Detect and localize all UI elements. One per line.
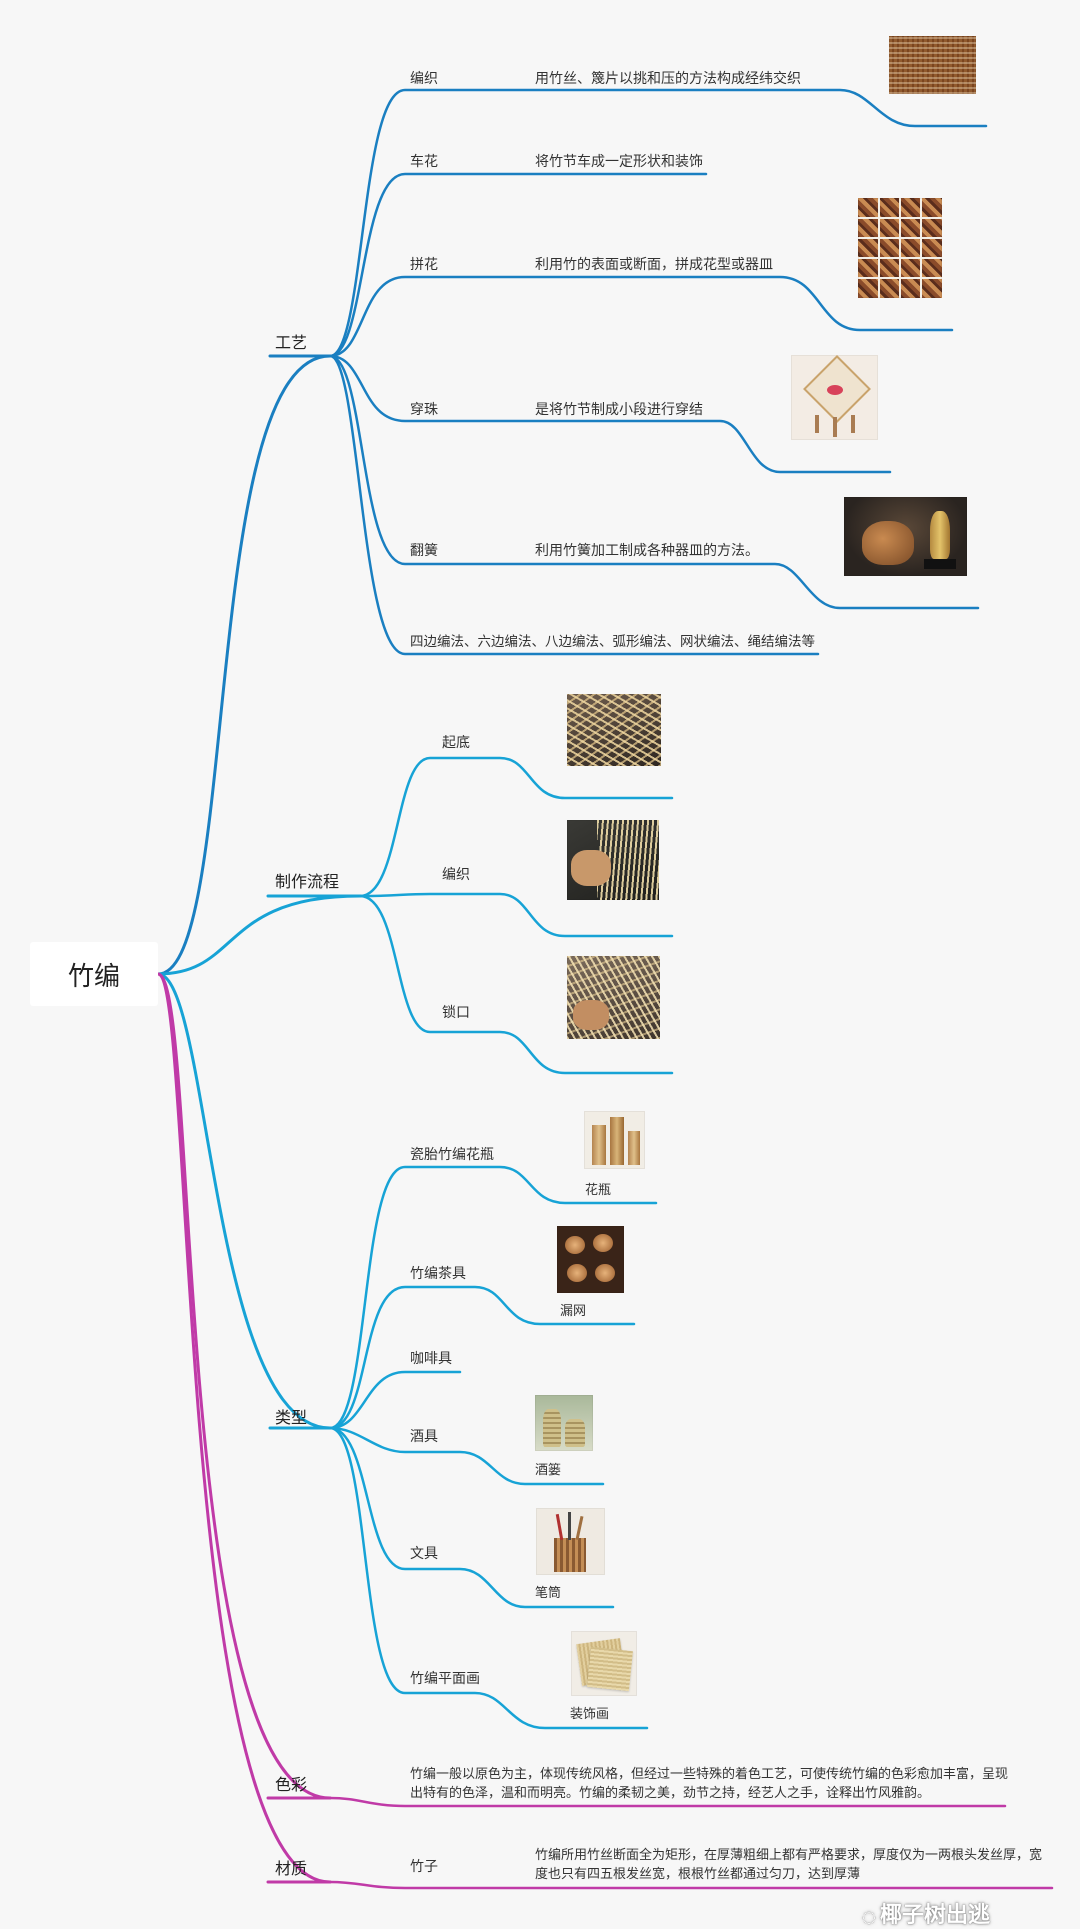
vase-image bbox=[584, 1111, 645, 1169]
watermark: ◌椰子树出逃 bbox=[862, 1897, 990, 1929]
type-item-label[interactable]: 竹编平面画 bbox=[410, 1671, 480, 1687]
type-item-label[interactable]: 咖啡具 bbox=[410, 1351, 452, 1367]
bead-ornament-image bbox=[791, 355, 878, 440]
start-base-image bbox=[567, 694, 661, 766]
craft-item-desc: 利用竹簧加工制成各种器皿的方法。 bbox=[535, 543, 759, 559]
watermark-text: 椰子树出逃 bbox=[879, 1903, 990, 1928]
connector-craft bbox=[156, 354, 332, 976]
mosaic-patterns-image bbox=[858, 198, 942, 298]
type-item-caption: 漏网 bbox=[560, 1304, 587, 1319]
connector-process bbox=[156, 894, 362, 976]
type-item-caption: 笔筒 bbox=[535, 1586, 562, 1601]
root-node[interactable]: 竹编 bbox=[30, 942, 158, 1006]
connector-material bbox=[156, 972, 332, 1884]
craft-methods[interactable]: 四边编法、六边编法、八边编法、弧形编法、网状编法、绳结编法等 bbox=[410, 634, 815, 650]
branch-process-label[interactable]: 制作流程 bbox=[275, 872, 340, 891]
craft-item-label[interactable]: 翻簧 bbox=[410, 543, 438, 559]
craft-item-desc: 是将竹节制成小段进行穿结 bbox=[535, 402, 703, 418]
decorative-painting-image bbox=[571, 1631, 637, 1696]
type-item-label[interactable]: 酒具 bbox=[410, 1429, 438, 1445]
lock-edge-image bbox=[567, 956, 660, 1039]
tea-set-image bbox=[557, 1226, 624, 1293]
material-sub-label[interactable]: 竹子 bbox=[410, 1859, 438, 1875]
color-description: 竹编一般以原色为主，体现传统风格，但经过一些特殊的着色工艺，可使传统竹编的色彩愈… bbox=[410, 1767, 1009, 1801]
type-item-label[interactable]: 瓷胎竹编花瓶 bbox=[410, 1147, 494, 1163]
type-item-label[interactable]: 文具 bbox=[410, 1546, 438, 1562]
process-step-label[interactable]: 起底 bbox=[442, 735, 470, 751]
process-step-label[interactable]: 锁口 bbox=[442, 1005, 470, 1021]
wine-basket-image bbox=[535, 1395, 593, 1451]
branch-craft-label[interactable]: 工艺 bbox=[275, 333, 308, 352]
craft-item-label[interactable]: 穿珠 bbox=[410, 402, 438, 418]
craft-item-desc: 利用竹的表面或断面，拼成花型或器皿 bbox=[535, 257, 773, 273]
connector-color bbox=[156, 972, 332, 1800]
type-item-caption: 装饰画 bbox=[570, 1707, 610, 1722]
branch-color-label[interactable]: 色彩 bbox=[275, 1775, 308, 1794]
type-item-label[interactable]: 竹编茶具 bbox=[410, 1266, 466, 1282]
bamboo-vessels-image bbox=[844, 497, 967, 576]
weaving-image bbox=[567, 820, 659, 900]
craft-item-desc: 用竹丝、篾片以挑和压的方法构成经纬交织 bbox=[535, 71, 801, 87]
craft-item-label[interactable]: 车花 bbox=[410, 154, 438, 170]
chat-bubble-icon: ◌ bbox=[862, 1907, 876, 1926]
type-item-caption: 花瓶 bbox=[585, 1183, 612, 1198]
craft-item-label[interactable]: 拼花 bbox=[410, 257, 438, 273]
process-step-label[interactable]: 编织 bbox=[442, 867, 470, 883]
type-item-caption: 酒篓 bbox=[535, 1463, 562, 1478]
woven-bamboo-image bbox=[889, 36, 976, 94]
connector-types bbox=[156, 972, 332, 1430]
craft-item-label[interactable]: 编织 bbox=[410, 71, 438, 87]
material-description: 竹编所用竹丝断面全为矩形，在厚薄粗细上都有严格要求，厚度仅为一两根头发丝厚，宽度… bbox=[535, 1848, 1043, 1882]
craft-item-desc: 将竹节车成一定形状和装饰 bbox=[535, 154, 703, 170]
branch-types-label[interactable]: 类型 bbox=[275, 1408, 308, 1427]
branch-material-label[interactable]: 材质 bbox=[275, 1859, 308, 1878]
brush-holder-image bbox=[536, 1508, 605, 1575]
